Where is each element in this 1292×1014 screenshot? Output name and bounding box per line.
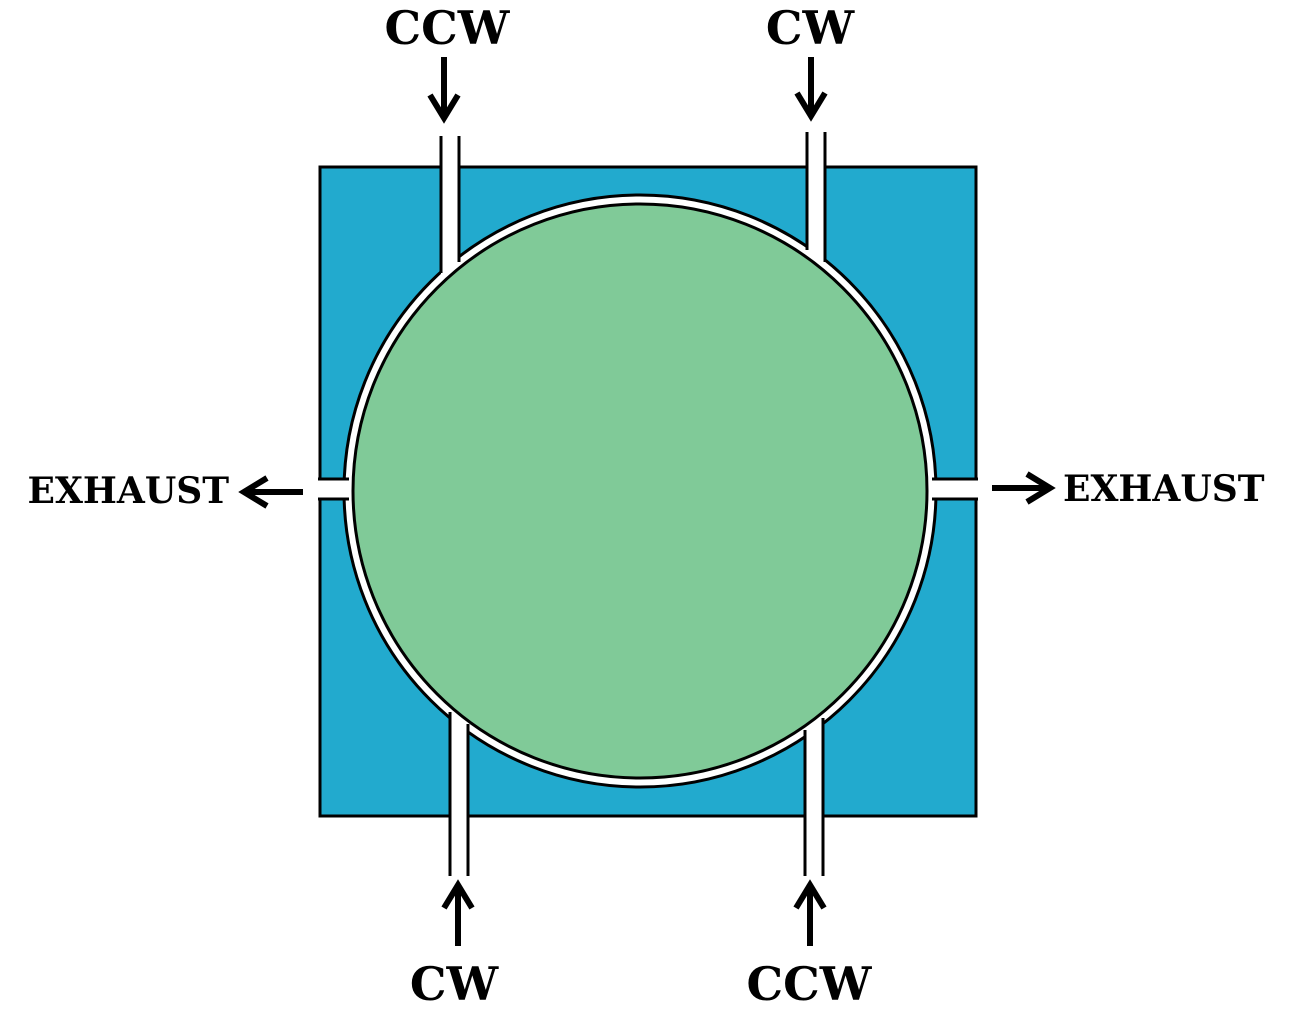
channel-bottom-right [803, 706, 825, 878]
channel-right-exhaust [926, 477, 980, 501]
channel-left-exhaust [316, 477, 362, 501]
channel-top-right [805, 132, 827, 276]
label-top-left: CCW [385, 1, 511, 55]
label-bottom-left: CW [410, 957, 500, 1011]
label-bottom-right: CCW [747, 957, 873, 1011]
channel-top-left [439, 136, 461, 276]
arrow-right-icon [992, 471, 1056, 505]
label-left-exhaust: EXHAUST [28, 470, 230, 512]
channel-bottom-left [448, 706, 470, 878]
arrow-up-icon [441, 879, 475, 946]
port-channels [316, 132, 980, 878]
arrow-down-icon [794, 57, 828, 122]
arrow-up-icon [793, 879, 827, 946]
flow-arrows [238, 57, 1056, 946]
rotor-disc [351, 202, 929, 780]
label-top-right: CW [766, 1, 856, 55]
label-right-exhaust: EXHAUST [1063, 468, 1265, 510]
arrow-down-icon [427, 57, 461, 124]
arrow-left-icon [238, 475, 303, 509]
